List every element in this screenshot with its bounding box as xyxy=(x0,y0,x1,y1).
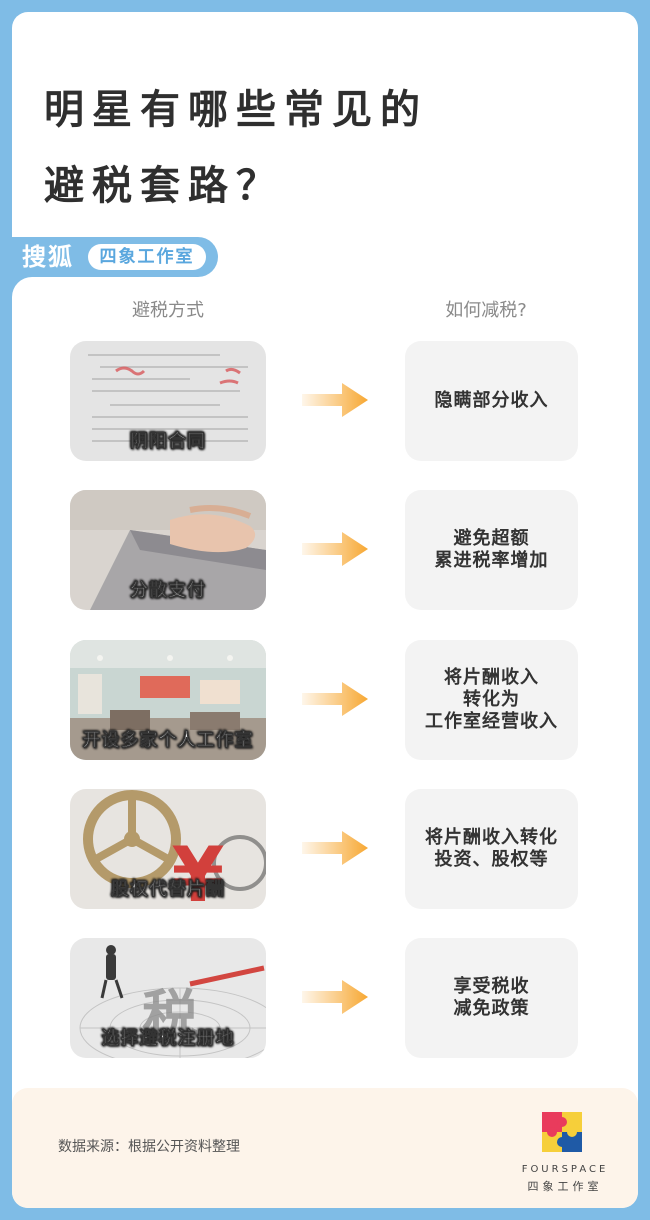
infographic-panel: 明星有哪些常见的 避税套路？ 搜狐 四象工作室 避税方式 如何减税? xyxy=(12,12,638,1208)
arrow-right-icon xyxy=(302,682,368,716)
data-source: 数据来源：根据公开资料整理 xyxy=(58,1139,240,1155)
tax-map-image: 税 选择避税注册地 xyxy=(70,938,266,1058)
contract-image: 阴阳合同 xyxy=(70,341,266,461)
method-label: 分散支付 xyxy=(130,580,206,602)
method-label: 开设多家个人工作室 xyxy=(82,730,254,752)
list-item: ¥ 股权代替片酬 将片酬收入转化 投资、股权等 xyxy=(12,789,638,909)
arrow-right-icon xyxy=(302,532,368,566)
result-label: 享受税收 减免政策 xyxy=(453,976,530,1019)
result-box: 隐瞒部分收入 xyxy=(405,341,578,461)
page-title: 明星有哪些常见的 避税套路？ xyxy=(44,72,604,224)
title-line-2: 避税套路？ xyxy=(44,163,284,209)
tax-character: 税 xyxy=(142,985,198,1050)
arrow-right-icon xyxy=(302,831,368,865)
arrow-right-icon xyxy=(302,980,368,1014)
result-label: 将片酬收入 转化为 工作室经营收入 xyxy=(425,667,558,732)
brand-band: 搜狐 四象工作室 xyxy=(12,237,638,297)
film-reel-image: ¥ 股权代替片酬 xyxy=(70,789,266,909)
list-item: 开设多家个人工作室 将片酬收入 转化为 工作室经营收入 xyxy=(12,640,638,760)
column-header-result: 如何减税? xyxy=(445,300,527,321)
studio-interior-image: 开设多家个人工作室 xyxy=(70,640,266,760)
studio-badge: 四象工作室 xyxy=(88,244,206,270)
result-box: 将片酬收入 转化为 工作室经营收入 xyxy=(405,640,578,760)
title-line-1: 明星有哪些常见的 xyxy=(44,87,428,133)
list-item: 分散支付 避免超额 累进税率增加 xyxy=(12,490,638,610)
logo-chinese-name: 四象工作室 xyxy=(527,1180,603,1193)
column-header-method: 避税方式 xyxy=(132,300,204,321)
card-payment-image: 分散支付 xyxy=(70,490,266,610)
method-label: 选择避税注册地 xyxy=(101,1028,235,1050)
result-label: 将片酬收入转化 投资、股权等 xyxy=(425,827,558,870)
brand-tab: 搜狐 四象工作室 xyxy=(12,237,218,277)
result-box: 避免超额 累进税率增加 xyxy=(405,490,578,610)
result-box: 享受税收 减免政策 xyxy=(405,938,578,1058)
result-label: 避免超额 累进税率增加 xyxy=(434,528,549,571)
result-box: 将片酬收入转化 投资、股权等 xyxy=(405,789,578,909)
result-label: 隐瞒部分收入 xyxy=(434,390,549,411)
yuan-symbol: ¥ xyxy=(172,830,225,909)
arrow-right-icon xyxy=(302,383,368,417)
method-label: 股权代替片酬 xyxy=(111,879,225,901)
sohu-logo-text: 搜狐 xyxy=(22,243,74,271)
fourspace-puzzle-logo-icon xyxy=(542,1112,582,1152)
method-label: 阴阳合同 xyxy=(130,431,206,453)
list-item: 税 选择避税注册地 享受税收 减免政策 xyxy=(12,938,638,1058)
list-item: 阴阳合同 隐瞒部分收入 xyxy=(12,341,638,461)
logo-wordmark: FOURSPACE xyxy=(521,1164,609,1175)
footer: 数据来源：根据公开资料整理 FOURSPACE 四象工作室 xyxy=(12,1088,638,1208)
